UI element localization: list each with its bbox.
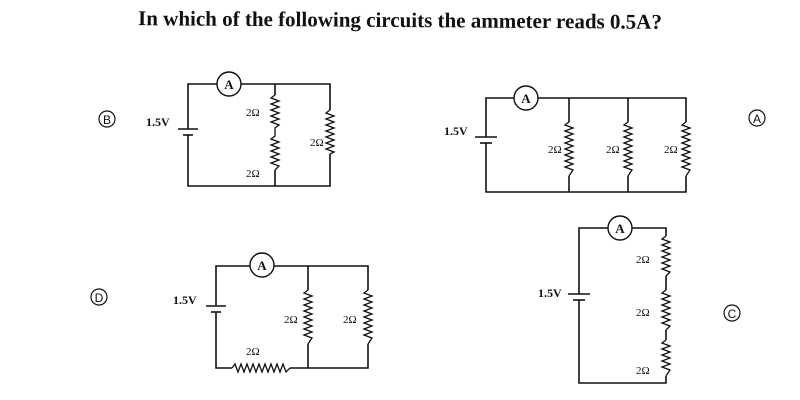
- svg-text:A: A: [615, 221, 625, 236]
- battery-label-c: 1.5V: [538, 286, 562, 300]
- circuit-a: A 1.5V A 2Ω 2Ω 2Ω: [444, 85, 766, 193]
- resistor-label-d-2: 2Ω: [284, 314, 298, 326]
- ammeter-b: A: [216, 71, 242, 97]
- resistor-a-2: [622, 121, 634, 177]
- ammeter-d: A: [249, 252, 275, 278]
- resistor-b-3: [324, 109, 336, 155]
- circuit-d: D 1.5V A 2Ω 2Ω 2Ω: [90, 252, 374, 374]
- resistor-a-1: [563, 121, 575, 177]
- resistor-b-1: [269, 94, 281, 171]
- resistor-label-b-3: 2Ω: [310, 137, 324, 149]
- resistor-d-2: [302, 289, 314, 345]
- resistor-c-3: [660, 339, 672, 377]
- resistor-c-2: [660, 289, 672, 331]
- ammeter-a: A: [513, 85, 539, 111]
- resistor-label-b-1: 2Ω: [246, 107, 260, 119]
- battery-label-a: 1.5V: [444, 124, 468, 138]
- battery-b: [178, 128, 198, 136]
- resistor-label-d-1: 2Ω: [246, 346, 260, 358]
- svg-text:A: A: [753, 112, 761, 126]
- resistor-label-a-1: 2Ω: [548, 144, 562, 156]
- resistor-label-a-3: 2Ω: [664, 144, 678, 156]
- resistor-label-d-3: 2Ω: [343, 314, 357, 326]
- battery-label-b: 1.5V: [146, 115, 170, 129]
- resistor-label-c-1: 2Ω: [636, 254, 650, 266]
- option-b-mark: B: [98, 110, 116, 128]
- svg-text:A: A: [224, 77, 234, 92]
- option-d-mark: D: [90, 288, 108, 306]
- resistor-d-1: [231, 362, 291, 374]
- option-c-mark: C: [723, 304, 741, 322]
- svg-text:C: C: [728, 307, 737, 321]
- resistor-label-b-2: 2Ω: [246, 168, 260, 180]
- circuit-c: C 1.5V A 2Ω 2Ω 2Ω: [538, 215, 741, 384]
- ammeter-c: A: [607, 215, 633, 241]
- resistor-label-c-2: 2Ω: [636, 307, 650, 319]
- svg-text:D: D: [95, 291, 104, 305]
- svg-text:A: A: [257, 258, 267, 273]
- resistor-c-1: [660, 235, 672, 277]
- battery-label-d: 1.5V: [173, 293, 197, 307]
- resistor-a-3: [680, 121, 692, 177]
- battery-c: [568, 293, 590, 301]
- circuit-b: B 1.5V A 2Ω 2Ω 2Ω: [98, 71, 336, 187]
- resistor-d-3: [362, 289, 374, 345]
- svg-text:B: B: [103, 113, 111, 127]
- battery-a: [475, 136, 497, 144]
- svg-text:A: A: [521, 91, 531, 106]
- battery-d: [206, 305, 226, 313]
- option-a-mark: A: [748, 109, 766, 127]
- resistor-label-c-3: 2Ω: [636, 365, 650, 377]
- resistor-label-a-2: 2Ω: [606, 144, 620, 156]
